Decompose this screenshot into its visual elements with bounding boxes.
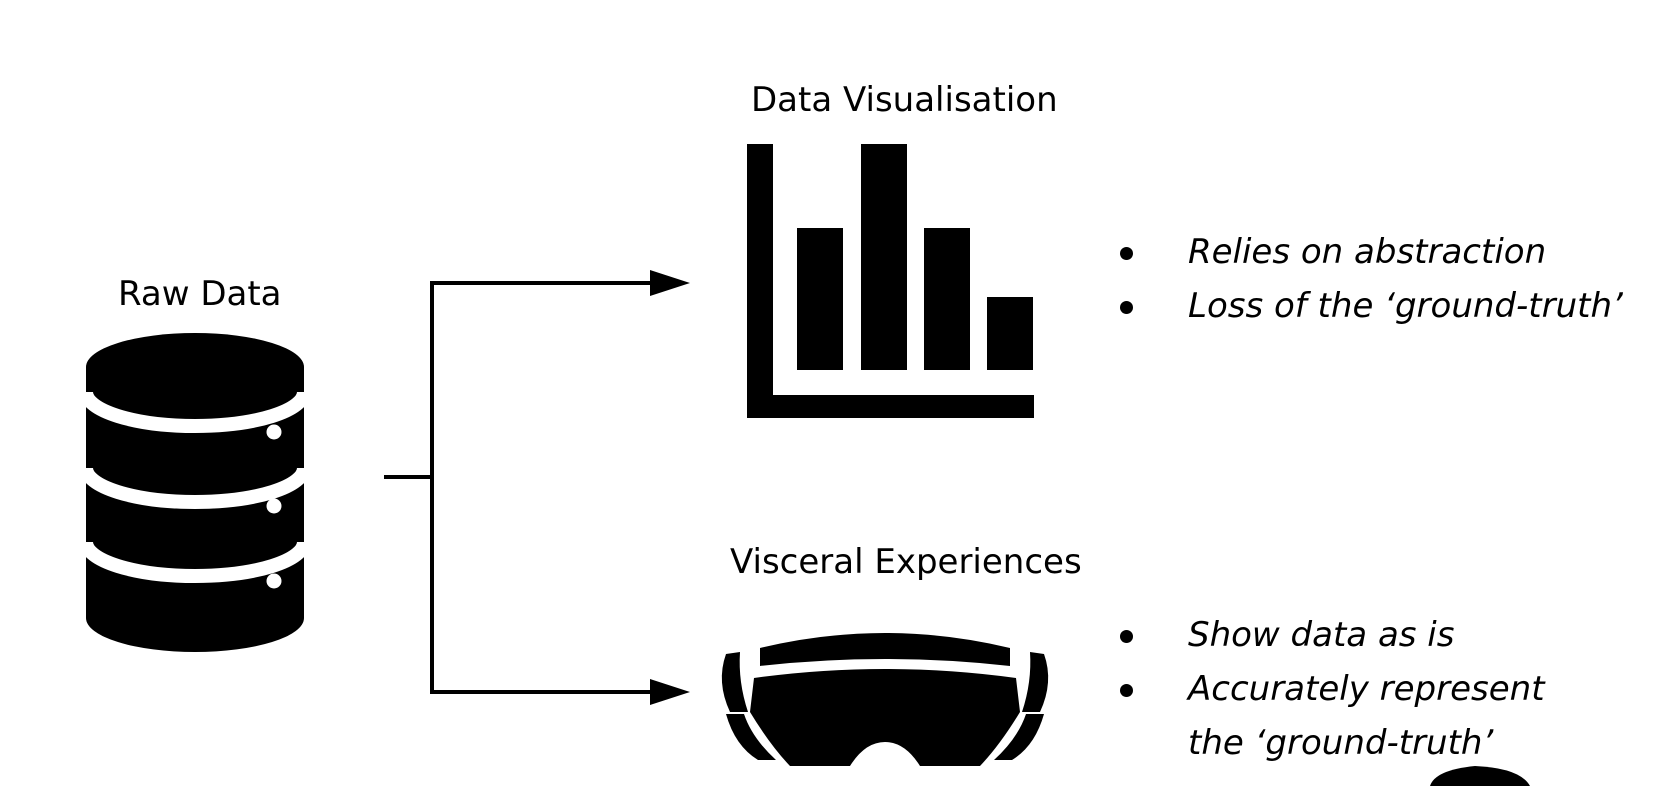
visceral-experiences-label: Visceral Experiences (730, 542, 1082, 582)
visualisation-notes: Relies on abstraction Loss of the ‘groun… (1120, 225, 1623, 333)
list-item: Loss of the ‘ground-truth’ (1120, 279, 1623, 333)
database-icon (79, 333, 311, 652)
list-item: Show data as is (1120, 608, 1545, 662)
corner-graphic (1430, 766, 1530, 786)
arrowhead-bottom (650, 679, 690, 705)
arrowhead-top (650, 270, 690, 296)
vr-headset-icon (721, 633, 1049, 766)
visceral-notes: Show data as is Accurately represent the… (1120, 608, 1545, 770)
list-item: Accurately represent the ‘ground-truth’ (1120, 662, 1545, 770)
bar-chart-icon (747, 144, 1034, 418)
list-item-line: Accurately represent (1188, 669, 1545, 709)
list-item-line: the ‘ground-truth’ (1188, 723, 1494, 763)
data-visualisation-label: Data Visualisation (751, 80, 1058, 120)
raw-data-label: Raw Data (118, 274, 282, 314)
list-item: Relies on abstraction (1120, 225, 1623, 279)
branch-connector (384, 270, 690, 705)
